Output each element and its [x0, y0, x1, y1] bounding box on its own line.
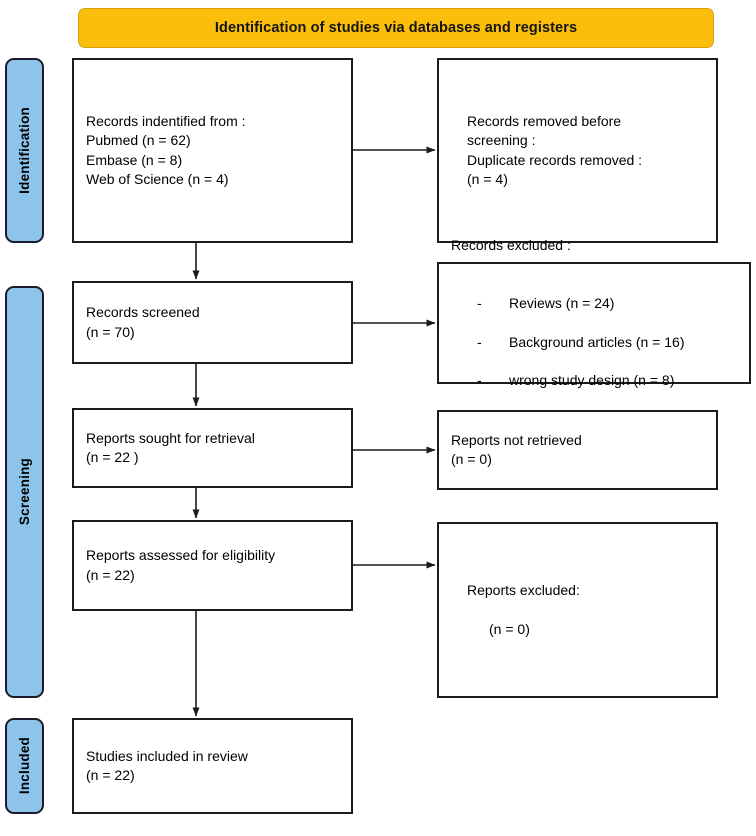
- phase-label-included: Included: [17, 737, 32, 795]
- box-records-excluded-body: Records excluded : Reviews (n = 24) Back…: [439, 217, 749, 429]
- phase-label-screening: Screening: [17, 458, 32, 526]
- box-records-excluded: Records excluded : Reviews (n = 24) Back…: [437, 237, 751, 391]
- exclusion-reason-list: Reviews (n = 24) Background articles (n …: [451, 275, 737, 410]
- list-item: Reviews (n = 24): [477, 294, 737, 314]
- box-reports-assessed-text: Reports assessed for eligibility (n = 22…: [86, 547, 276, 583]
- box-records-screened: Records screened (n = 70): [72, 281, 353, 364]
- phase-tab-screening: Screening: [5, 286, 44, 698]
- box-reports-assessed: Reports assessed for eligibility (n = 22…: [72, 520, 353, 611]
- box-records-identified: Records indentified from : Pubmed (n = 6…: [72, 58, 353, 243]
- list-item: Background articles (n = 16): [477, 333, 737, 353]
- box-reports-excluded: Reports excluded: (n = 0): [437, 522, 718, 698]
- box-studies-included: Studies included in review (n = 22): [72, 718, 353, 814]
- box-studies-included-text: Studies included in review (n = 22): [86, 747, 248, 783]
- diagram-header-banner: Identification of studies via databases …: [78, 8, 714, 48]
- box-records-removed: Records removed before screening : Dupli…: [437, 58, 718, 243]
- box-reports-sought-text: Reports sought for retrieval (n = 22 ): [86, 429, 255, 465]
- diagram-title: Identification of studies via databases …: [214, 20, 578, 36]
- list-item: wrong study design (n = 8): [477, 371, 737, 391]
- box-reports-excluded-count-value: (n = 0): [489, 620, 530, 637]
- phase-label-identification: Identification: [17, 107, 32, 194]
- box-records-excluded-title: Records excluded :: [451, 237, 571, 254]
- box-records-identified-text: Records indentified from : Pubmed (n = 6…: [86, 112, 246, 187]
- box-reports-excluded-body: Reports excluded: (n = 0): [439, 562, 716, 659]
- box-reports-excluded-title: Reports excluded:: [467, 582, 580, 599]
- box-reports-not-retrieved-text: Reports not retrieved (n = 0): [451, 431, 582, 467]
- phase-tab-included: Included: [5, 718, 44, 814]
- box-records-screened-text: Records screened (n = 70): [86, 304, 200, 340]
- box-records-removed-text: Records removed before screening : Dupli…: [467, 112, 643, 187]
- box-reports-sought: Reports sought for retrieval (n = 22 ): [72, 408, 353, 488]
- phase-tab-identification: Identification: [5, 58, 44, 243]
- box-reports-not-retrieved: Reports not retrieved (n = 0): [437, 410, 718, 490]
- box-reports-excluded-count: (n = 0): [467, 620, 704, 639]
